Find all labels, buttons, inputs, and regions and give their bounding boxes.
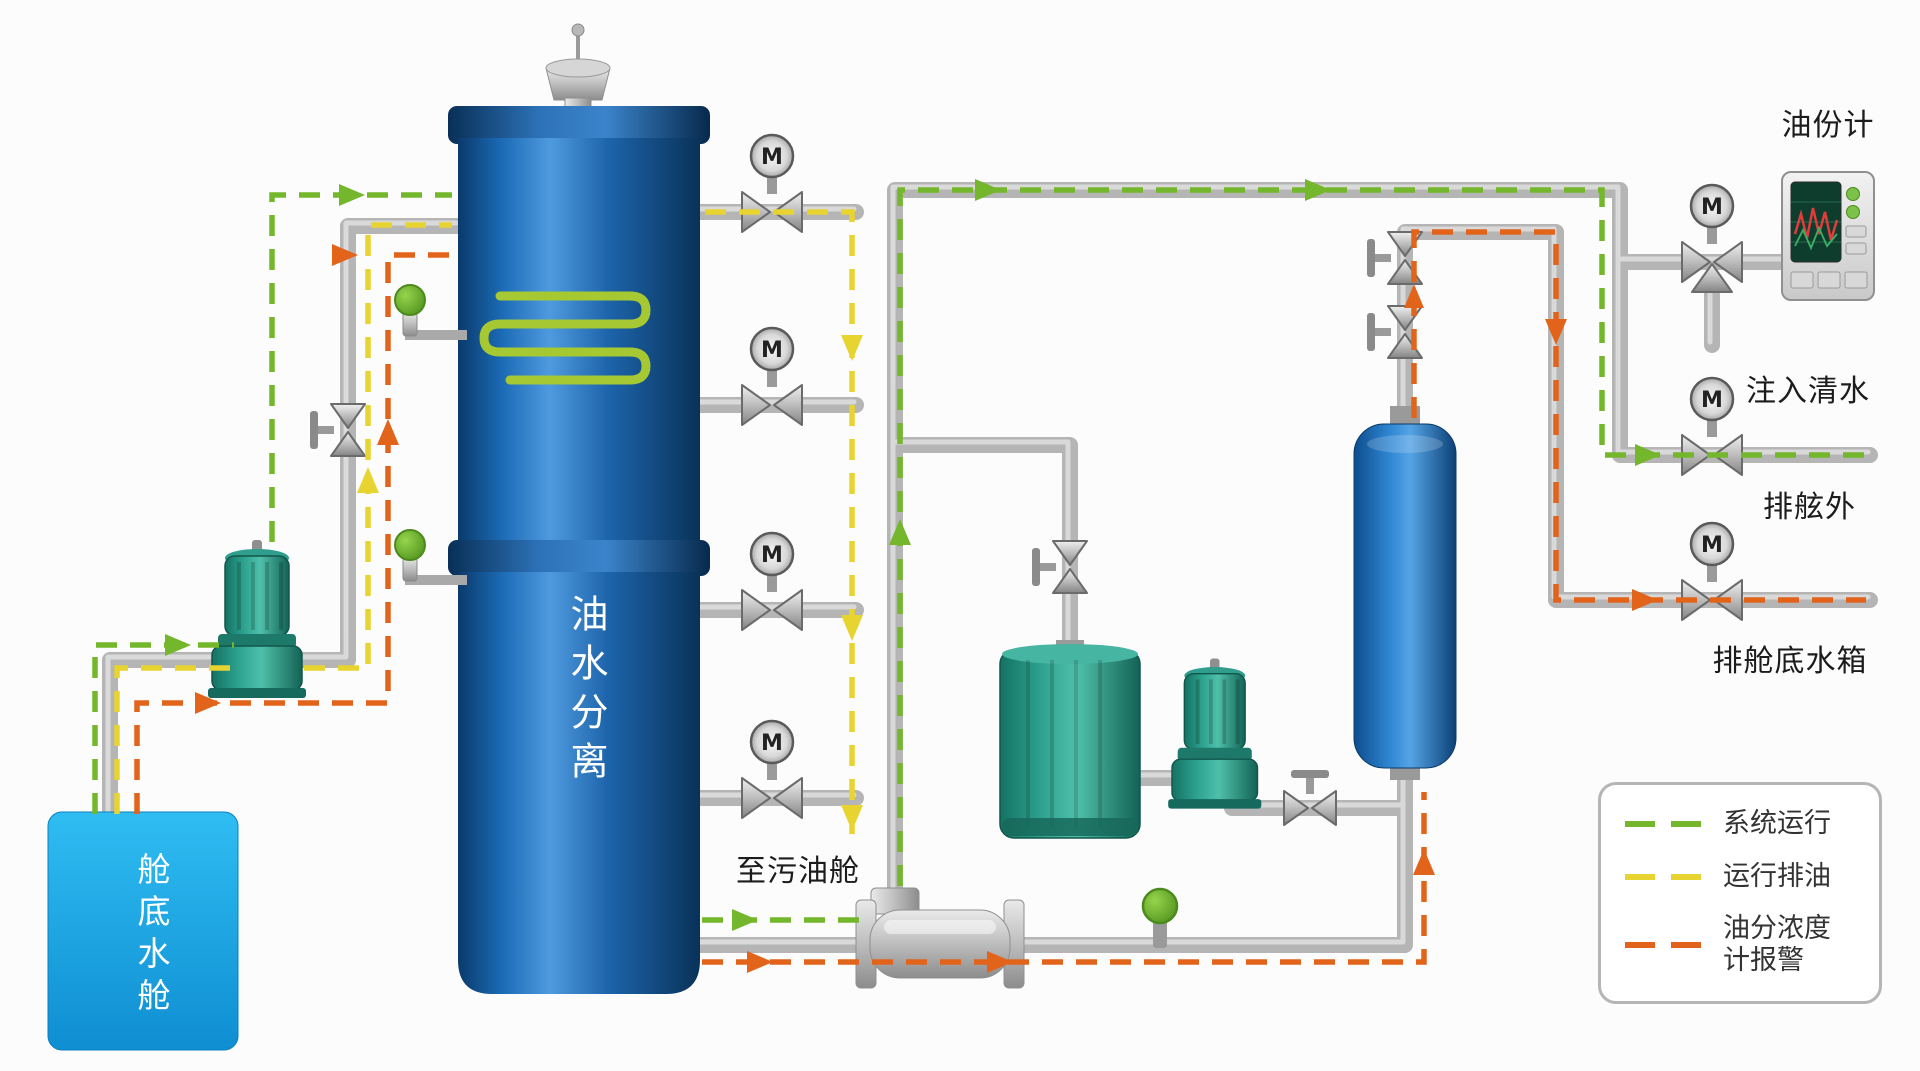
hand-valve-feed-line [309, 403, 366, 457]
legend-row-oil-discharge: 运行排油 [1625, 861, 1855, 893]
clean-water-label: 注入清水 [1746, 374, 1870, 409]
legend-label-alarm: 油分浓度计报警 [1723, 913, 1831, 977]
legend-label-oil-discharge: 运行排油 [1723, 860, 1831, 892]
meter-waveform-red [1793, 207, 1839, 241]
tee-fitting [855, 887, 1025, 989]
flow-arrows [165, 179, 1661, 973]
overboard-label: 排舷外 [1763, 490, 1856, 525]
heating-coil [479, 291, 651, 385]
sludge-tank-label: 至污油舱 [736, 854, 860, 889]
bilge-box-label: 排舱底水箱 [1712, 644, 1868, 679]
separator-label: 油水分离 [564, 594, 608, 790]
meter-waveform-green [1794, 225, 1838, 251]
hand-valve-buffer-tank [1031, 540, 1088, 594]
oil-water-separator [448, 23, 710, 994]
legend-row-system-running: 系统运行 [1625, 808, 1855, 840]
buffer-tank [999, 640, 1141, 839]
flow-line-system [92, 187, 1866, 923]
legend-label-system-running: 系统运行 [1723, 808, 1831, 840]
bilge-tank-label: 舱底水舱 [132, 852, 171, 1020]
filter-vessel [1353, 406, 1457, 780]
oil-meter-label: 油份计 [1781, 108, 1875, 143]
legend-row-alarm: 油分浓度计报警 [1625, 913, 1855, 978]
transfer-pump [1166, 656, 1264, 811]
legend: 系统运行 运行排油 油分浓度计报警 [1598, 782, 1882, 1004]
legend-dash-yellow [1625, 873, 1703, 880]
flow-line-alarm [134, 229, 1866, 965]
flow-line-oil-discharge [114, 209, 855, 842]
legend-dash-orange [1625, 942, 1703, 949]
oil-meter-display [1781, 171, 1875, 301]
hand-valve-pump-discharge [1283, 769, 1337, 826]
meter-led-2 [1846, 205, 1860, 219]
motor-valve-oil-meter [1680, 183, 1744, 294]
bilge-water-tank [47, 811, 239, 1051]
feed-pump [206, 538, 308, 700]
legend-dash-green [1625, 821, 1703, 828]
meter-led-1 [1846, 187, 1860, 201]
level-sensor-upper [394, 284, 468, 341]
